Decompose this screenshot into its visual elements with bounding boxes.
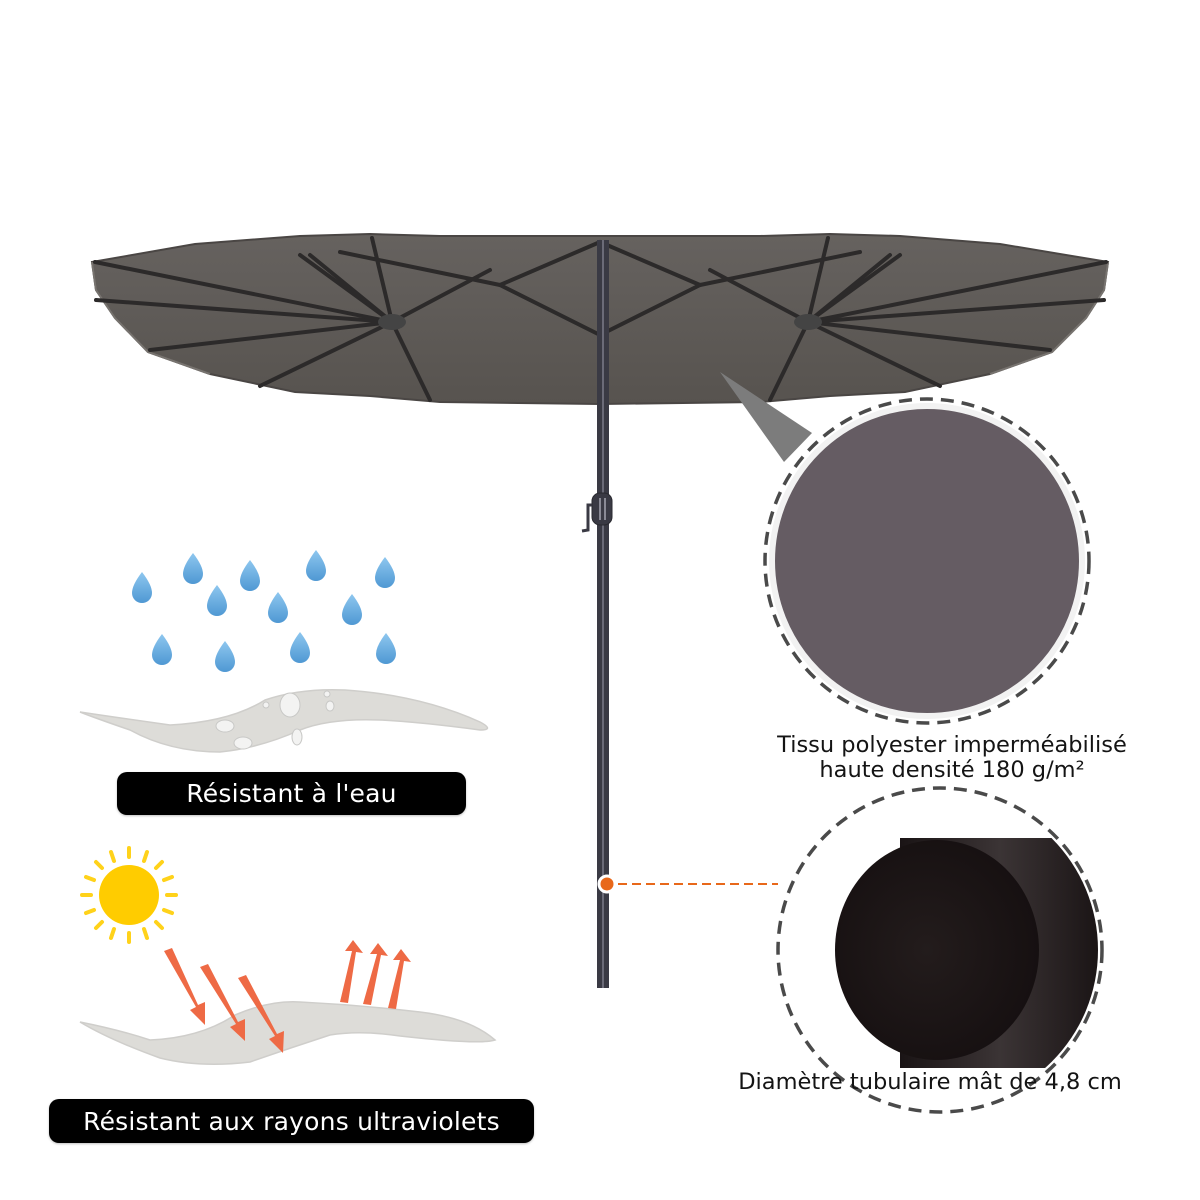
feature-badge-uv-resistant: Résistant aux rayons ultraviolets [49,1099,534,1143]
crank-housing [591,492,613,526]
fabric-swatch [769,403,1085,719]
fabric-caption-line2: haute densité 180 g/m² [819,757,1085,783]
fabric-caption-line1: Tissu polyester imperméabilisé [777,732,1127,758]
crank-handle-icon [581,503,592,533]
feature-label-water: Résistant à l'eau [186,779,397,808]
pole-caption: Diamètre tubulaire mât de 4,8 cm [700,1070,1160,1095]
feature-label-uv: Résistant aux rayons ultraviolets [83,1106,500,1136]
water-fabric-wave [79,688,489,753]
sun-icon [80,846,178,944]
water-beads-icon [215,690,335,750]
fabric-caption: Tissu polyester imperméabilisé haute den… [722,733,1182,783]
pole-marker-icon [597,874,617,894]
pole-caption-text: Diamètre tubulaire mât de 4,8 cm [738,1069,1122,1095]
feature-badge-water-resistant: Résistant à l'eau [117,772,466,815]
raindrops-icon [132,550,396,672]
right-hub [794,314,822,330]
left-hub [378,314,406,330]
uv-fabric-wave [79,1001,497,1065]
fabric-callout [720,372,1091,725]
umbrella-image [90,232,1110,988]
uv-arrows-icon [164,940,411,1053]
pole-callout [597,786,1104,1114]
pole-crosssection-image [835,838,1098,1068]
